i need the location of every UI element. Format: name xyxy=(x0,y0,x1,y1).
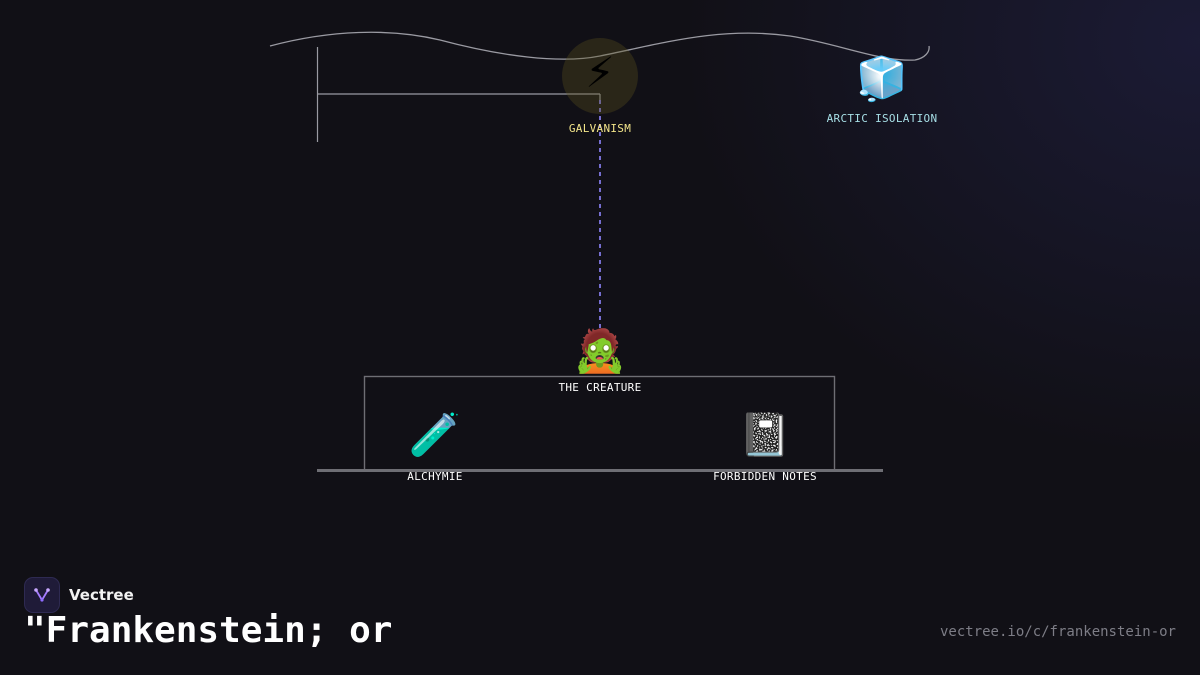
source-url[interactable]: vectree.io/c/frankenstein-or xyxy=(939,624,1176,640)
brand-name: Vectree xyxy=(69,586,134,604)
test-tube-icon[interactable]: 🧪 xyxy=(408,410,462,459)
galvanism-glow xyxy=(562,38,638,114)
forbidden-notes-label: FORBIDDEN NOTES xyxy=(713,470,817,483)
vectree-logo-icon xyxy=(24,577,60,613)
notebook-icon[interactable]: 📓 xyxy=(738,410,792,459)
wavy-connector xyxy=(269,31,930,61)
alchymie-label: ALCHYMIE xyxy=(407,470,463,483)
lightning-icon[interactable]: ⚡ xyxy=(585,48,615,97)
ice-cube-icon[interactable]: 🧊 xyxy=(855,54,909,103)
galvanism-label: GALVANISM xyxy=(568,122,632,135)
zombie-icon[interactable]: 🧟 xyxy=(573,326,627,375)
arctic-isolation-label: ARCTIC ISOLATION xyxy=(826,112,938,125)
creature-label: THE CREATURE xyxy=(558,381,642,394)
brand[interactable]: Vectree xyxy=(24,577,134,613)
page-title: "Frankenstein; or xyxy=(24,610,393,651)
